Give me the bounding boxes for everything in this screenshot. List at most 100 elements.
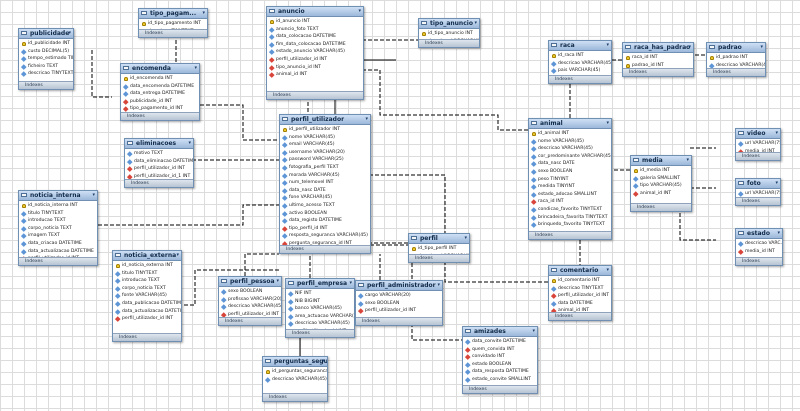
table-header[interactable]: raca_has_padrao▾ — [623, 43, 693, 53]
table-column-row[interactable]: brincadeira_favorita TINYTEXT — [529, 214, 611, 222]
table-column-row[interactable]: area_actuacao VARCHAR(45) — [286, 313, 354, 321]
collapse-arrow-icon[interactable]: ▾ — [92, 192, 95, 198]
table-header[interactable]: padrao▾ — [707, 43, 765, 53]
table-column-row[interactable]: descricao VARCHAR(45) — [707, 62, 765, 70]
table-column-row[interactable]: profissao VARCHAR(20) — [219, 296, 281, 304]
table-column-row[interactable]: id_perfil_utilizador INT — [280, 126, 370, 134]
table-column-row[interactable]: corpo_noticia TEXT — [113, 285, 181, 293]
collapse-arrow-icon[interactable]: ▾ — [777, 230, 780, 236]
table-column-row[interactable]: convidado INT — [463, 353, 537, 361]
collapse-arrow-icon[interactable]: ▾ — [176, 252, 179, 258]
table-indexes-footer[interactable]: Indexes — [19, 257, 97, 265]
table-indexes-footer[interactable]: Indexes — [139, 29, 207, 37]
table-column-row[interactable]: pergunta_seguranca_id INT — [280, 240, 370, 248]
table-column-row[interactable]: media_id INT — [736, 248, 782, 256]
table-column-row[interactable]: anuncio_foto TEXT — [267, 26, 363, 34]
table-column-row[interactable]: ficheiro TEXT — [19, 63, 73, 71]
table-column-row[interactable]: num_telemovel INT — [280, 179, 370, 187]
table-column-row[interactable]: id_raca INT — [549, 52, 611, 60]
table-column-row[interactable]: data_publicacao DATETIME — [113, 300, 181, 308]
table-indexes-footer[interactable]: Indexes — [19, 81, 73, 89]
table-column-row[interactable]: animal_id INT — [549, 307, 611, 315]
table-indexes-footer[interactable]: Indexes — [125, 179, 193, 187]
table-column-row[interactable]: introducao TEXT — [113, 277, 181, 285]
table-column-row[interactable]: url VARCHAR(75) — [736, 190, 780, 198]
collapse-arrow-icon[interactable]: ▾ — [606, 120, 609, 126]
table-column-row[interactable]: pais VARCHAR(45) — [549, 67, 611, 75]
table-column-row[interactable]: raca_id INT — [623, 54, 693, 62]
table-header[interactable]: encomenda▾ — [121, 64, 199, 74]
table-column-row[interactable]: data_nasc DATE — [280, 187, 370, 195]
table-column-row[interactable]: data_resposta DATETIME — [463, 368, 537, 376]
table-column-row[interactable]: custo DECIMAL(5) — [19, 48, 73, 56]
table-column-row[interactable]: animal_id INT — [631, 190, 691, 198]
table-column-row[interactable]: corpo_noticia TEXT — [19, 225, 97, 233]
table-column-row[interactable]: id_noticia_externa INT — [113, 262, 181, 270]
table-column-row[interactable]: descricao VARC... — [736, 240, 782, 248]
table-column-row[interactable]: data_colocacao DATETIME — [267, 33, 363, 41]
collapse-arrow-icon[interactable]: ▾ — [276, 278, 279, 284]
table-column-row[interactable]: id_tipo_perfil INT — [409, 245, 469, 253]
table-column-row[interactable]: descricao VARCHAR(45) — [219, 303, 281, 311]
table-indexes-footer[interactable]: Indexes — [736, 152, 780, 160]
table-column-row[interactable]: data_convite DATETIME — [463, 338, 537, 346]
table-column-row[interactable]: fone VARCHAR(45) — [280, 194, 370, 202]
collapse-arrow-icon[interactable]: ▾ — [358, 8, 361, 14]
table-header[interactable]: perguntas_seguranca▾ — [263, 357, 327, 367]
collapse-arrow-icon[interactable]: ▾ — [688, 44, 691, 50]
table-indexes-footer[interactable]: Indexes — [286, 329, 354, 337]
table-header[interactable]: foto▾ — [736, 179, 780, 189]
table-column-row[interactable]: data_nasc DATE — [529, 160, 611, 168]
table-indexes-footer[interactable]: Indexes — [463, 385, 537, 393]
table-column-row[interactable]: descricao TINYTEXT — [549, 285, 611, 293]
table-column-row[interactable]: sexo BOOLEAN — [219, 288, 281, 296]
collapse-arrow-icon[interactable]: ▾ — [760, 44, 763, 50]
table-column-row[interactable]: fim_data_colocacao DATETIME — [267, 41, 363, 49]
table-header[interactable]: comentario▾ — [549, 266, 611, 276]
collapse-arrow-icon[interactable]: ▾ — [349, 280, 352, 286]
table-column-row[interactable]: id_media INT — [631, 167, 691, 175]
table-column-row[interactable]: titulo TINYTEXT — [19, 210, 97, 218]
table-column-row[interactable]: banco VARCHAR(45) — [286, 305, 354, 313]
table-column-row[interactable]: introducao TEXT — [19, 217, 97, 225]
table-column-row[interactable]: data_entrega DATETIME — [121, 90, 199, 98]
table-header[interactable]: perfil_administrador▾ — [356, 281, 442, 291]
table-column-row[interactable]: animal_id INT — [267, 71, 363, 79]
table-column-row[interactable]: media_id INT — [736, 148, 780, 156]
table-indexes-footer[interactable]: Indexes — [623, 68, 693, 76]
table-column-row[interactable]: id_perguntas_seguranca INT — [263, 368, 327, 376]
collapse-arrow-icon[interactable]: ▾ — [686, 157, 689, 163]
table-column-row[interactable]: data_actualizacao DATETIME — [19, 248, 97, 256]
table-column-row[interactable]: descricao TINYTEXT — [19, 70, 73, 78]
table-column-row[interactable]: imagem TEXT — [19, 232, 97, 240]
collapse-arrow-icon[interactable]: ▾ — [474, 20, 477, 26]
table-indexes-footer[interactable]: Indexes — [549, 312, 611, 320]
table-column-row[interactable]: perfil_utilizador_id INT — [113, 315, 181, 323]
collapse-arrow-icon[interactable]: ▾ — [194, 65, 197, 71]
table-column-row[interactable]: motivo TEXT — [125, 150, 193, 158]
collapse-arrow-icon[interactable]: ▾ — [322, 358, 325, 364]
collapse-arrow-icon[interactable]: ▾ — [464, 235, 467, 241]
table-column-row[interactable]: username VARCHAR(20) — [280, 149, 370, 157]
table-column-row[interactable]: descricao VARCHAR(45) — [529, 145, 611, 153]
collapse-arrow-icon[interactable]: ▾ — [68, 30, 71, 36]
table-tipo-pagamento[interactable]: tipo_pagam...▾id_tipo_pagamento INTdescr… — [138, 8, 208, 38]
table-column-row[interactable]: galeria SMALLINT — [631, 175, 691, 183]
table-header[interactable]: perfil_pessoa▾ — [219, 277, 281, 287]
table-tipo-anuncio[interactable]: tipo_anuncio▾id_tipo_anuncio INTdescrica… — [418, 18, 480, 48]
table-column-row[interactable]: morada VARCHAR(45) — [280, 172, 370, 180]
table-column-row[interactable]: data_actualizacao DATETIME — [113, 308, 181, 316]
table-column-row[interactable]: fonte VARCHAR(45) — [113, 292, 181, 300]
table-column-row[interactable]: id_tipo_anuncio INT — [419, 30, 479, 38]
table-header[interactable]: tipo_anuncio▾ — [419, 19, 479, 29]
table-indexes-footer[interactable]: Indexes — [267, 91, 363, 99]
table-column-row[interactable]: NIB BIGINT — [286, 298, 354, 306]
